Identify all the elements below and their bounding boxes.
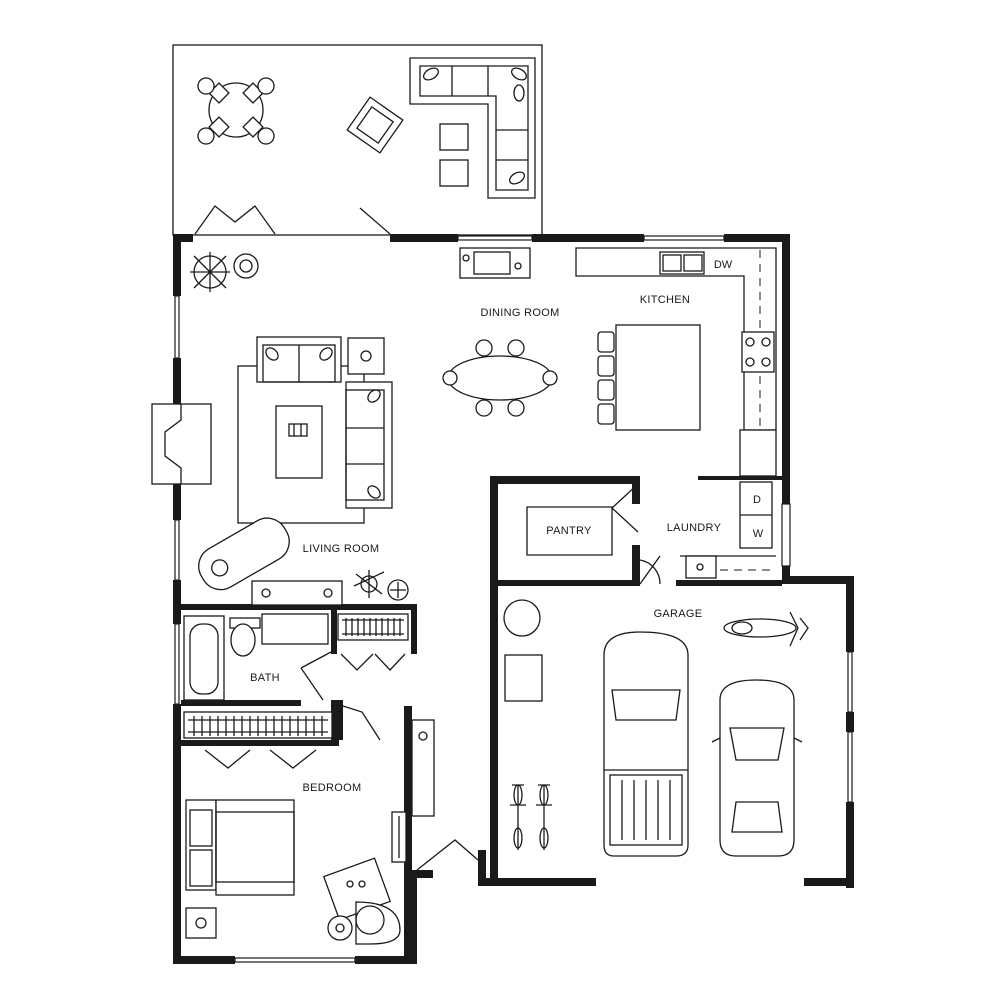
motorcycle [723,611,809,647]
living-loveseat [256,336,342,383]
appliance-label-dishwasher: DW [714,259,733,271]
kitchen-island [597,324,701,431]
patio-dining-set [197,77,275,145]
refrigerator [739,429,777,477]
room-label-living-room: LIVING ROOM [303,543,380,555]
room-label-bath: BATH [250,672,280,684]
window [234,957,356,963]
fireplace [151,403,212,485]
bicycles [510,784,552,850]
window [174,623,180,705]
dining-table [442,339,558,417]
living-side-table [347,337,385,375]
stove [741,331,775,373]
laundry-sink [685,555,717,579]
bathtub [183,615,225,701]
kitchen-sink [659,251,705,275]
bath-closet-rod [337,613,409,641]
dining-buffet [459,247,531,279]
appliance-label-washer: W [753,528,764,540]
bedroom-armchair [322,857,401,945]
interior-walls [181,476,782,962]
bedroom-dresser [391,719,435,863]
washer-dryer [680,481,776,579]
room-label-kitchen: KITCHEN [640,294,690,306]
kitchen-counters [575,247,777,477]
coffee-table [275,405,323,479]
patio [172,44,543,236]
exterior-walls [173,234,854,964]
room-label-dining-room: DINING ROOM [480,307,559,319]
living-plants [190,252,259,292]
chaise-lounge [198,517,290,591]
media-console [251,580,343,606]
living-plants [353,570,409,601]
window [781,503,791,567]
room-label-garage: GARAGE [654,608,703,620]
room-label-bedroom: BEDROOM [303,782,362,794]
garage-water-heater [503,599,541,637]
garage-storage [504,654,543,702]
sedan-car [711,679,803,857]
pickup-truck [603,631,689,857]
patio-armchair [346,96,404,154]
window [847,731,853,803]
window [174,295,180,359]
living-sofa [345,381,393,509]
nightstand [185,907,217,939]
patio-sectional-sofa [409,57,536,199]
bed [185,799,295,896]
window [643,235,725,241]
window [847,651,853,713]
window [174,519,180,581]
pantry-shelf [526,506,613,556]
bath-vanity [261,613,329,645]
room-label-pantry: PANTRY [546,525,592,537]
window [457,235,533,241]
toilet [229,617,261,657]
room-label-laundry: LAUNDRY [667,522,722,534]
patio-side-table [439,159,469,187]
appliance-label-dryer: D [753,494,761,506]
patio-side-table [439,123,469,151]
bedroom-closet-rod [183,711,333,739]
